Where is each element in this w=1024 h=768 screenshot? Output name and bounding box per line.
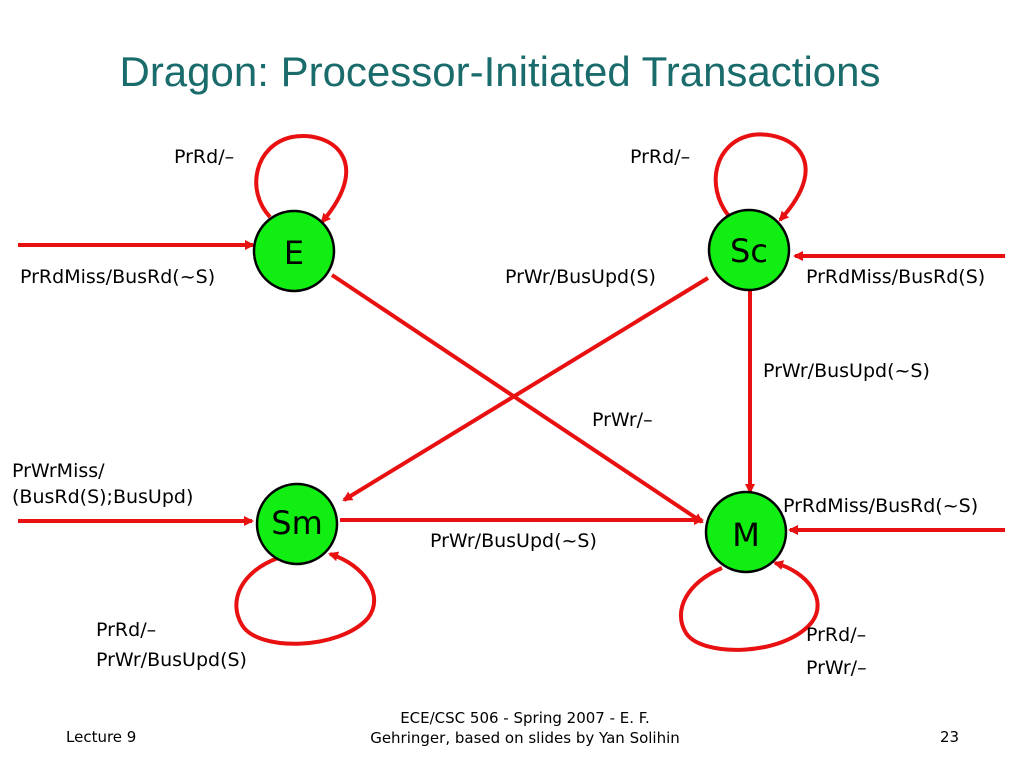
sc-self-loop bbox=[713, 132, 808, 222]
sm-self-loop bbox=[234, 551, 377, 646]
e-to-m-arrow bbox=[330, 273, 704, 524]
m-self-loop bbox=[679, 560, 820, 652]
footer-page-number: 23 bbox=[940, 728, 960, 746]
sm-entry-label-1: PrWrMiss/ bbox=[12, 460, 105, 482]
m-entry-label: PrRdMiss/BusRd(~S) bbox=[783, 495, 978, 517]
state-m-label: M bbox=[732, 516, 760, 554]
e-entry-label: PrRdMiss/BusRd(~S) bbox=[20, 266, 215, 288]
footer-credit-line-2: Gehringer, based on slides by Yan Solihi… bbox=[370, 729, 680, 747]
m-self-label-2: PrWr/– bbox=[806, 657, 867, 679]
state-sc: Sc bbox=[707, 208, 791, 292]
footer-credit: ECE/CSC 506 - Spring 2007 - E. F. Gehrin… bbox=[300, 708, 750, 748]
footer-lecture: Lecture 9 bbox=[66, 728, 137, 746]
sc-to-sm-arrow bbox=[342, 276, 710, 502]
footer-credit-line-1: ECE/CSC 506 - Spring 2007 - E. F. bbox=[400, 709, 650, 727]
sc-self-label: PrRd/– bbox=[630, 146, 690, 168]
sm-to-m-label: PrWr/BusUpd(~S) bbox=[430, 530, 597, 552]
slide-title: Dragon: Processor-Initiated Transactions bbox=[119, 48, 881, 95]
sm-entry-label-2: (BusRd(S);BusUpd) bbox=[12, 486, 193, 508]
sc-to-sm-label: PrWr/BusUpd(S) bbox=[505, 266, 656, 288]
e-self-label: PrRd/– bbox=[174, 146, 234, 168]
e-to-m-label: PrWr/– bbox=[592, 409, 653, 431]
state-e-label: E bbox=[284, 234, 304, 272]
state-m: M bbox=[704, 490, 788, 574]
e-self-loop bbox=[254, 134, 349, 224]
state-sm-label: Sm bbox=[271, 504, 322, 542]
sm-self-label-1: PrRd/– bbox=[96, 619, 156, 641]
sm-self-label-2: PrWr/BusUpd(S) bbox=[96, 649, 247, 671]
state-sm: Sm bbox=[255, 482, 339, 566]
m-self-label-1: PrRd/– bbox=[806, 624, 866, 646]
state-e: E bbox=[252, 209, 336, 293]
sc-to-m-label: PrWr/BusUpd(~S) bbox=[763, 360, 930, 382]
state-sc-label: Sc bbox=[730, 232, 768, 270]
sc-entry-label: PrRdMiss/BusRd(S) bbox=[806, 266, 985, 288]
